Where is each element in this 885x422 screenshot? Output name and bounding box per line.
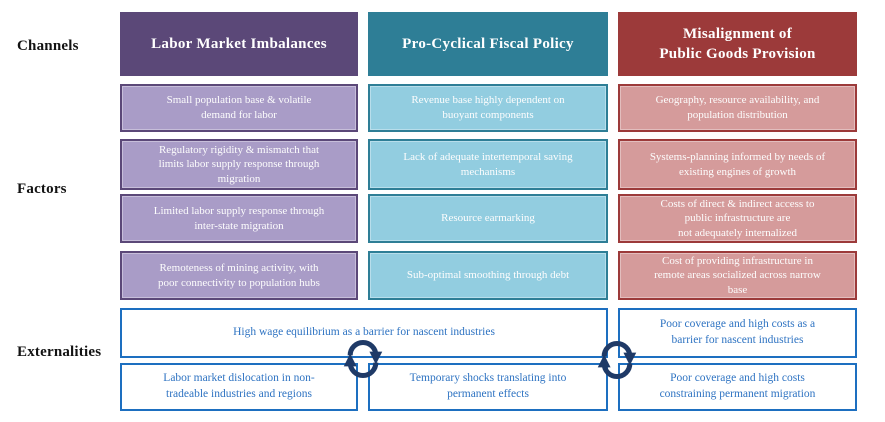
- factor-box: Small population base & volatile demand …: [120, 84, 358, 132]
- externality-box-poor-coverage-barrier: Poor coverage and high costs as a barrie…: [618, 308, 857, 358]
- channel-header-labor-market-imbalances: Labor Market Imbalances: [120, 12, 358, 76]
- column-pro-cyclical-fiscal-policy: Pro-Cyclical Fiscal Policy Revenue base …: [368, 0, 608, 422]
- factor-box: Cost of providing infrastructure in remo…: [618, 251, 857, 300]
- cycle-arrows-icon: [595, 338, 639, 382]
- cycle-arrows-icon: [341, 337, 385, 381]
- column-labor-market-imbalances: Labor Market Imbalances Small population…: [120, 0, 358, 422]
- factor-box: Regulatory rigidity & mismatch that limi…: [120, 139, 358, 190]
- column-misalignment-public-goods: Misalignment of Public Goods Provision G…: [618, 0, 857, 422]
- externality-box-labor-dislocation: Labor market dislocation in non- tradeab…: [120, 363, 358, 411]
- row-label-externalities: Externalities: [17, 344, 102, 360]
- externality-box-constraining-migration: Poor coverage and high costs constrainin…: [618, 363, 857, 411]
- factor-box: Sub-optimal smoothing through debt: [368, 251, 608, 300]
- factor-box: Limited labor supply response through in…: [120, 194, 358, 243]
- externality-box-high-wage-equilibrium: High wage equilibrium as a barrier for n…: [120, 308, 608, 358]
- factor-box: Resource earmarking: [368, 194, 608, 243]
- factor-box: Lack of adequate intertemporal saving me…: [368, 139, 608, 190]
- factor-box: Revenue base highly dependent on buoyant…: [368, 84, 608, 132]
- row-label-channels: Channels: [17, 38, 79, 54]
- factor-box: Costs of direct & indirect access to pub…: [618, 194, 857, 243]
- externality-box-temporary-shocks: Temporary shocks translating into perman…: [368, 363, 608, 411]
- factor-box: Geography, resource availability, and po…: [618, 84, 857, 132]
- factor-box: Remoteness of mining activity, with poor…: [120, 251, 358, 300]
- row-label-factors: Factors: [17, 181, 67, 197]
- factor-box: Systems-planning informed by needs of ex…: [618, 139, 857, 190]
- channel-header-pro-cyclical-fiscal-policy: Pro-Cyclical Fiscal Policy: [368, 12, 608, 76]
- channel-header-misalignment-public-goods: Misalignment of Public Goods Provision: [618, 12, 857, 76]
